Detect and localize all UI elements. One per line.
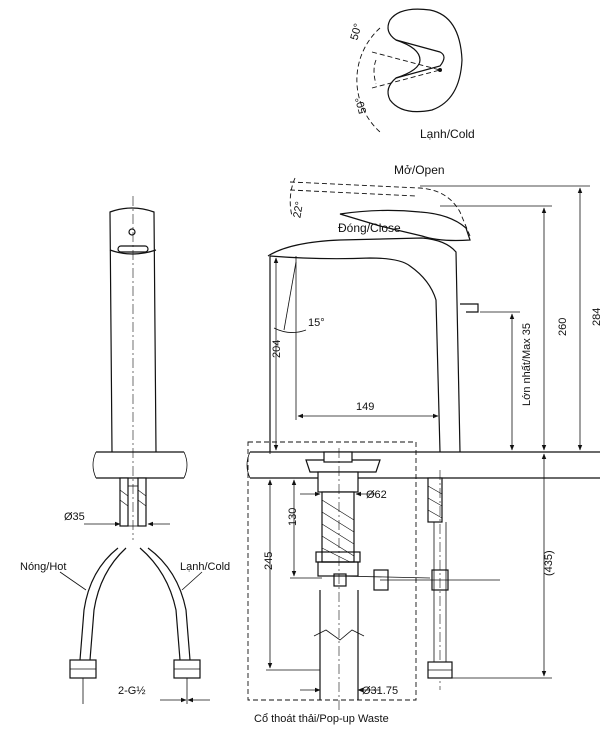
d149-label: 149 <box>356 401 374 413</box>
dia62-label: Ø62 <box>366 489 387 501</box>
cold-label: Lạnh/Cold <box>180 561 230 573</box>
d260-label: 260 <box>557 318 569 336</box>
open-label: Mở/Open <box>394 163 445 177</box>
d245-label: 245 <box>263 552 275 570</box>
angle-50-top-label: 50° <box>349 22 365 41</box>
max35-label: Lớn nhất/Max 35 <box>521 323 533 406</box>
d130-label: 130 <box>287 508 299 526</box>
angle-50-bottom-label: 50° <box>353 96 369 115</box>
dia35-label: Ø35 <box>64 511 85 523</box>
waste-label: Cổ thoát thải/Pop-up Waste <box>254 713 389 725</box>
angle-15-label: 15° <box>308 317 325 329</box>
side-view: 22° Mở/Open Đóng/Close 15° 204 149 284 2… <box>246 163 603 725</box>
top-view: 50° 50° Lạnh/Cold <box>349 8 475 141</box>
front-view: Ø35 Nóng/Hot Lạnh/Cold 2-G½ <box>20 196 230 704</box>
dia3175-label: Ø31.75 <box>362 685 398 697</box>
d284-label: 284 <box>591 308 603 326</box>
d204-label: 204 <box>271 340 283 358</box>
cold-top-label: Lạnh/Cold <box>420 127 475 141</box>
d435-label: (435) <box>543 550 555 576</box>
hot-label: Nóng/Hot <box>20 561 66 573</box>
thread-label: 2-G½ <box>118 685 146 697</box>
angle-22-label: 22° <box>291 201 306 219</box>
close-label: Đóng/Close <box>338 221 401 235</box>
